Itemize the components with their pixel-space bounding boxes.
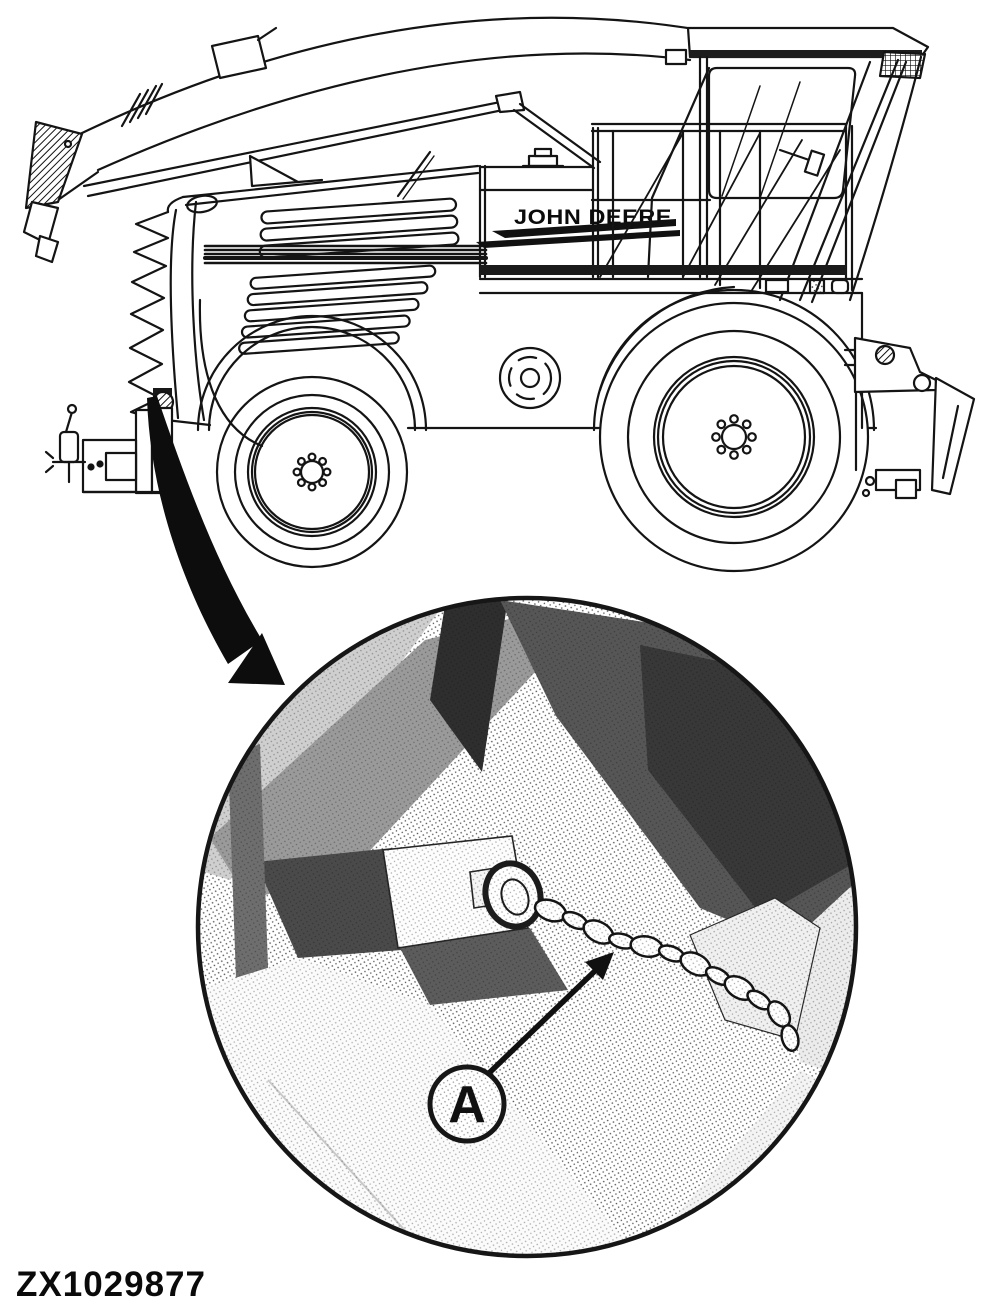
callout-a-badge: A — [427, 1064, 507, 1144]
cab — [590, 26, 930, 304]
cab-vent — [878, 50, 927, 80]
detail-view: A — [195, 595, 859, 1259]
rear-hitch — [843, 336, 976, 500]
engine-hood — [127, 126, 600, 448]
detail-photo — [198, 598, 856, 1256]
mirror-pennant — [248, 154, 300, 188]
chassis — [146, 265, 878, 430]
figure-code: ZX1029877 — [16, 1265, 206, 1304]
lens-rim — [195, 595, 859, 1259]
mirror — [803, 149, 826, 177]
wiper-arm — [396, 150, 432, 198]
magnify-arrow-icon — [147, 396, 285, 685]
fuel-cap — [498, 346, 562, 410]
deck-cap — [527, 154, 559, 168]
front-zigzag — [127, 210, 170, 422]
louvers-upper — [258, 197, 460, 259]
spout-support-arm — [82, 96, 522, 188]
cab-window — [707, 66, 857, 200]
rear-wheel-bolts — [711, 414, 757, 460]
headlight — [186, 194, 218, 214]
trim-band — [203, 244, 488, 265]
front-wheel-bolts — [292, 452, 332, 492]
rear-wheel — [592, 285, 876, 573]
forage-harvester-illustration: JOHN DEERE — [22, 16, 976, 573]
louvers-lower — [238, 264, 437, 355]
callout-a-label: A — [448, 1076, 486, 1134]
spout-hatch-marks — [120, 82, 164, 128]
front-wheel — [196, 314, 428, 569]
discharge-spout — [22, 16, 702, 264]
spout-cylinder — [210, 34, 268, 80]
windshield-pillar — [646, 66, 711, 279]
callout-arrow-icon — [484, 952, 614, 1078]
